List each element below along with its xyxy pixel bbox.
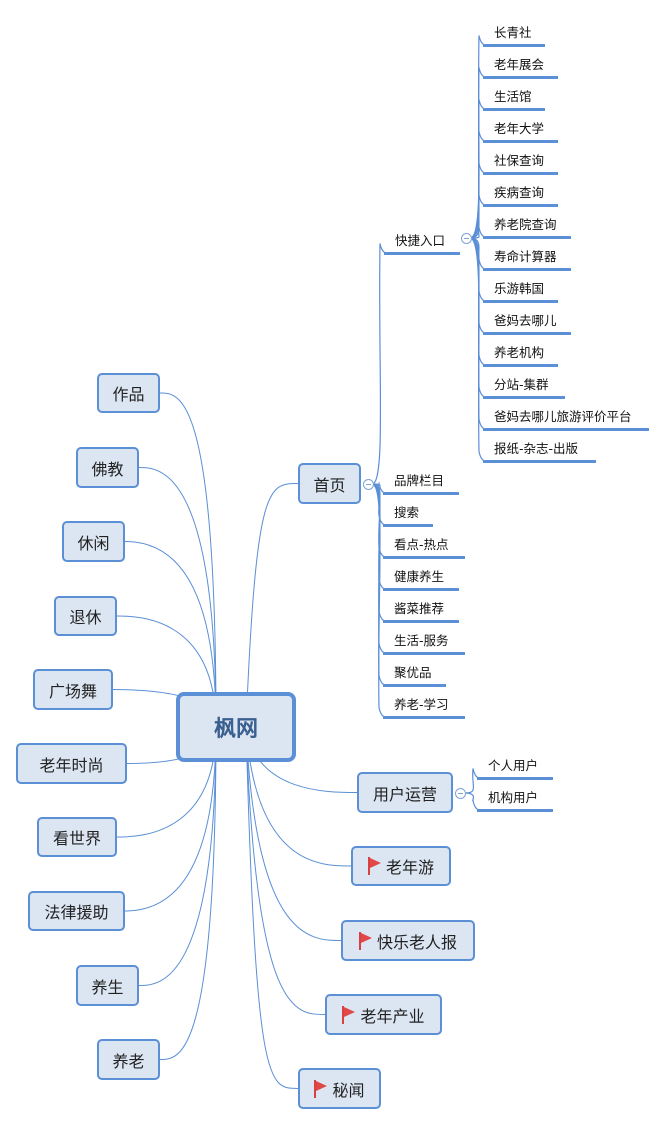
left-node[interactable]: 休闲 <box>62 521 125 562</box>
home-item[interactable]: 酱菜推荐 <box>383 599 459 623</box>
flag-icon <box>358 931 372 950</box>
quick-entry-node[interactable]: 快捷入口 <box>384 231 460 255</box>
left-node[interactable]: 作品 <box>97 373 160 413</box>
quick-entry-item[interactable]: 寿命计算器 <box>483 247 571 271</box>
connector-line <box>159 392 217 728</box>
flagged-node[interactable]: 老年游 <box>351 846 451 886</box>
home-item[interactable]: 生活-服务 <box>383 631 465 655</box>
connector-line <box>245 726 342 941</box>
quick-entry-item[interactable]: 养老机构 <box>483 343 558 367</box>
connector-line <box>245 726 352 867</box>
connector-line <box>124 726 217 912</box>
quick-entry-item[interactable]: 报纸-杂志-出版 <box>483 439 596 463</box>
home-item[interactable]: 聚优品 <box>383 663 446 687</box>
left-node[interactable]: 法律援助 <box>28 891 125 931</box>
home-item[interactable]: 品牌栏目 <box>383 471 459 495</box>
quick-entry-item[interactable]: 爸妈去哪儿 <box>483 311 571 335</box>
quick-entry-item[interactable]: 分站-集群 <box>483 375 565 399</box>
connector-line <box>469 99 488 239</box>
flagged-node[interactable]: 快乐老人报 <box>341 920 475 961</box>
quick-entry-item[interactable]: 疾病查询 <box>483 183 558 207</box>
left-node[interactable]: 看世界 <box>37 817 117 857</box>
quick-entry-item[interactable]: 爸妈去哪儿旅游评价平台 <box>483 407 649 431</box>
quick-entry-item[interactable]: 乐游韩国 <box>483 279 558 303</box>
connector-line <box>245 726 299 1089</box>
home-item[interactable]: 健康养生 <box>383 567 459 591</box>
node-label: 老年产业 <box>360 1006 425 1026</box>
left-node[interactable]: 佛教 <box>76 447 139 488</box>
connector-line <box>124 541 217 728</box>
connector-line <box>159 726 217 1060</box>
node-label: 快乐老人报 <box>376 932 457 952</box>
connector-line <box>371 483 388 719</box>
connector-line <box>116 726 217 838</box>
connector-line <box>116 615 217 728</box>
flagged-node[interactable]: 秘闻 <box>298 1068 381 1109</box>
flag-icon <box>342 1005 356 1024</box>
connector-line <box>245 483 299 728</box>
left-node[interactable]: 退休 <box>54 596 117 636</box>
ops-item[interactable]: 机构用户 <box>477 788 553 812</box>
user-ops-node[interactable]: 用户运营 <box>357 772 453 813</box>
quick-entry-item[interactable]: 老年大学 <box>483 119 558 143</box>
left-node[interactable]: 养生 <box>76 965 139 1006</box>
left-node[interactable]: 老年时尚 <box>16 743 127 784</box>
ops-item[interactable]: 个人用户 <box>477 756 553 780</box>
left-node[interactable]: 养老 <box>97 1039 160 1080</box>
connector-line <box>371 243 389 485</box>
home-node[interactable]: 首页 <box>298 463 361 504</box>
connector-line <box>469 237 488 463</box>
connector-line <box>245 726 326 1015</box>
home-item[interactable]: 看点-热点 <box>383 535 465 559</box>
collapse-toggle-icon[interactable] <box>363 479 374 490</box>
collapse-toggle-icon[interactable] <box>461 233 472 244</box>
quick-entry-item[interactable]: 长青社 <box>483 23 545 47</box>
home-item[interactable]: 养老-学习 <box>383 695 465 719</box>
connector-line <box>138 467 217 728</box>
flagged-node[interactable]: 老年产业 <box>325 994 442 1035</box>
quick-entry-item[interactable]: 社保查询 <box>483 151 558 175</box>
quick-entry-item[interactable]: 生活馆 <box>483 87 545 111</box>
connector-line <box>138 726 217 986</box>
flag-icon <box>367 857 381 875</box>
home-item[interactable]: 搜索 <box>383 503 433 527</box>
root-node[interactable]: 枫网 <box>176 692 296 762</box>
node-label: 秘闻 <box>332 1080 365 1100</box>
left-node[interactable]: 广场舞 <box>33 669 113 710</box>
quick-entry-item[interactable]: 老年展会 <box>483 55 558 79</box>
flag-icon <box>314 1079 328 1098</box>
quick-entry-item[interactable]: 养老院查询 <box>483 215 571 239</box>
collapse-toggle-icon[interactable] <box>455 788 466 799</box>
node-label: 老年游 <box>385 858 434 877</box>
